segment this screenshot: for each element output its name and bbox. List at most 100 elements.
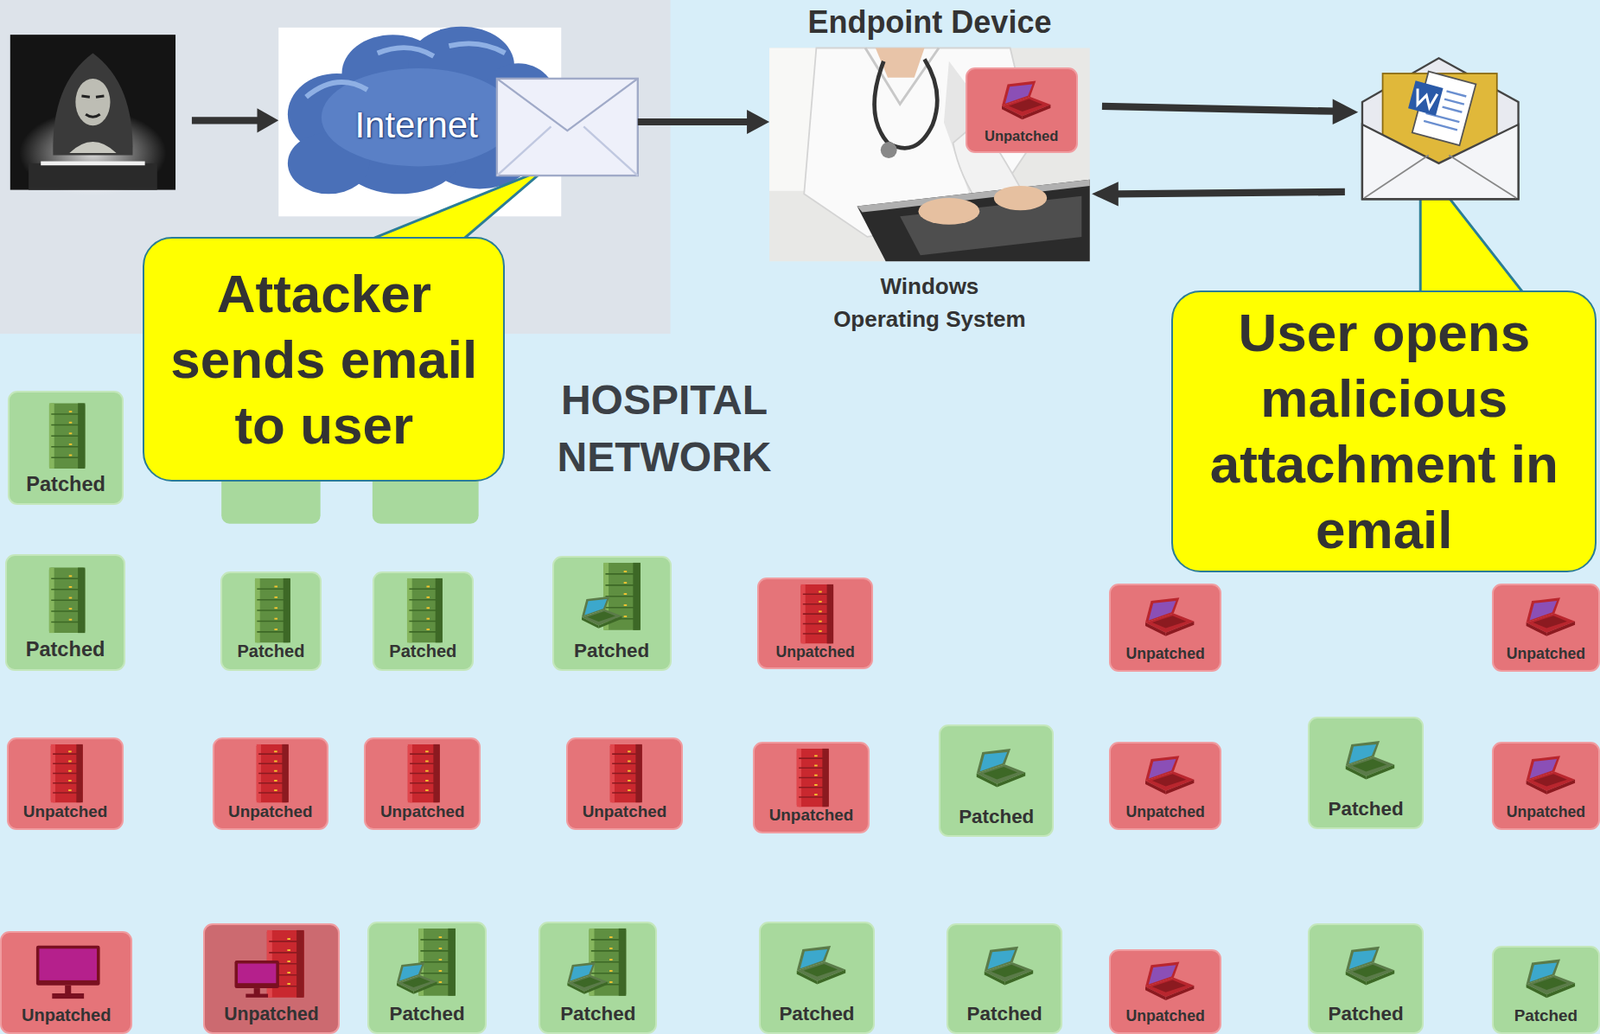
word-document (1402, 69, 1476, 146)
laptop-icon (1145, 597, 1194, 637)
photo-bg (769, 47, 1091, 262)
server-slot (408, 609, 440, 612)
server-led (439, 936, 443, 938)
word-mark (1413, 89, 1437, 109)
laptop-icon (1526, 959, 1575, 999)
server-slot (51, 413, 84, 415)
monitor-icon (36, 944, 101, 998)
monitor-stand (64, 984, 71, 994)
status-text: Unpatched (1506, 644, 1586, 663)
laptop-edge (996, 772, 1026, 788)
server-icon (254, 578, 291, 643)
server-slot (611, 763, 640, 765)
laptop-edge (1166, 985, 1195, 1001)
callout-tail (351, 168, 546, 248)
server-slot (258, 792, 287, 795)
server-led (623, 570, 627, 573)
laptop-edge (1166, 779, 1195, 795)
server-slot (605, 606, 638, 609)
laptop-keys (1152, 615, 1186, 628)
laptop-base (1145, 771, 1194, 791)
status-text: Patched (236, 641, 305, 662)
server-slot (803, 593, 832, 596)
server-slot (52, 792, 81, 795)
flow-arrow (1091, 181, 1346, 206)
laptop-base (1526, 613, 1575, 633)
arrow-shaft (191, 116, 261, 124)
status-text: Unpatched (23, 802, 109, 822)
laptop-light (40, 161, 145, 166)
server-slot (803, 623, 832, 625)
device-tile: Patched (7, 390, 123, 505)
status-text: Unpatched (223, 1003, 319, 1025)
server-led (609, 958, 613, 961)
device-tile: Patched (1491, 945, 1600, 1034)
server-slot (798, 758, 827, 760)
server-slot (410, 782, 439, 785)
laptop-edge (1001, 105, 1023, 120)
laptop-edge (1145, 986, 1167, 1001)
laptop-keys (1532, 977, 1567, 990)
server-led (274, 790, 278, 792)
server-slot (591, 961, 625, 963)
status-text: Patched (958, 805, 1034, 829)
laptop-icon (1001, 80, 1051, 120)
server-led (426, 606, 430, 609)
laptop-edge (581, 617, 599, 629)
laptop-edge (1546, 621, 1575, 637)
hand (994, 185, 1047, 211)
server-slot (798, 767, 827, 770)
server-slot (605, 584, 638, 587)
arrow-shaft (1115, 191, 1345, 194)
mask-eyes (81, 95, 104, 117)
envelope-fold (497, 126, 638, 176)
server-icon (50, 744, 83, 803)
server-led (69, 454, 73, 457)
envelope-fold (1364, 154, 1517, 198)
server-led (439, 969, 443, 972)
server-led (286, 949, 291, 951)
server-icon (796, 748, 829, 807)
laptop-icon (396, 962, 438, 995)
status-text: Patched (778, 1002, 855, 1026)
device-caption: Windows Operating System (825, 269, 1033, 336)
server-led (623, 615, 627, 618)
status-text: Patched (573, 639, 650, 663)
status-text: Patched (1327, 1002, 1403, 1026)
server-led (814, 784, 818, 786)
device-tile: Unpatched (1491, 583, 1600, 672)
server-led (439, 958, 443, 961)
server-led (274, 779, 278, 782)
server-led (439, 981, 443, 983)
server-icon (49, 567, 86, 634)
monitor-frame (36, 944, 101, 985)
laptop-keys (1352, 964, 1387, 977)
monitor-screen (38, 948, 97, 981)
server-icon (610, 744, 643, 803)
server-slot (611, 792, 640, 795)
laptop-base (1001, 96, 1051, 116)
attacker-laptop (28, 163, 158, 191)
laptop-edge (1546, 779, 1575, 795)
laptop-base (567, 975, 609, 991)
status-text: Unpatched (775, 643, 855, 661)
server-icon (49, 403, 86, 470)
server-led (818, 610, 823, 612)
server-slot (420, 949, 453, 952)
device-tile: Unpatched (757, 577, 874, 670)
server-led (69, 443, 73, 446)
device-tile: Unpatched (752, 741, 870, 834)
server-slot (420, 938, 453, 941)
device-tile: Unpatched (6, 737, 124, 829)
server-led (68, 790, 72, 792)
status-text: Unpatched (1506, 803, 1586, 821)
device-tile: Unpatched (212, 737, 330, 829)
server-led (623, 581, 627, 584)
server-led (274, 606, 278, 609)
laptop-icon (1526, 755, 1575, 795)
laptop-icon (567, 962, 609, 995)
server-slot (268, 951, 302, 954)
server-slot (408, 588, 440, 591)
server-led (286, 960, 291, 963)
